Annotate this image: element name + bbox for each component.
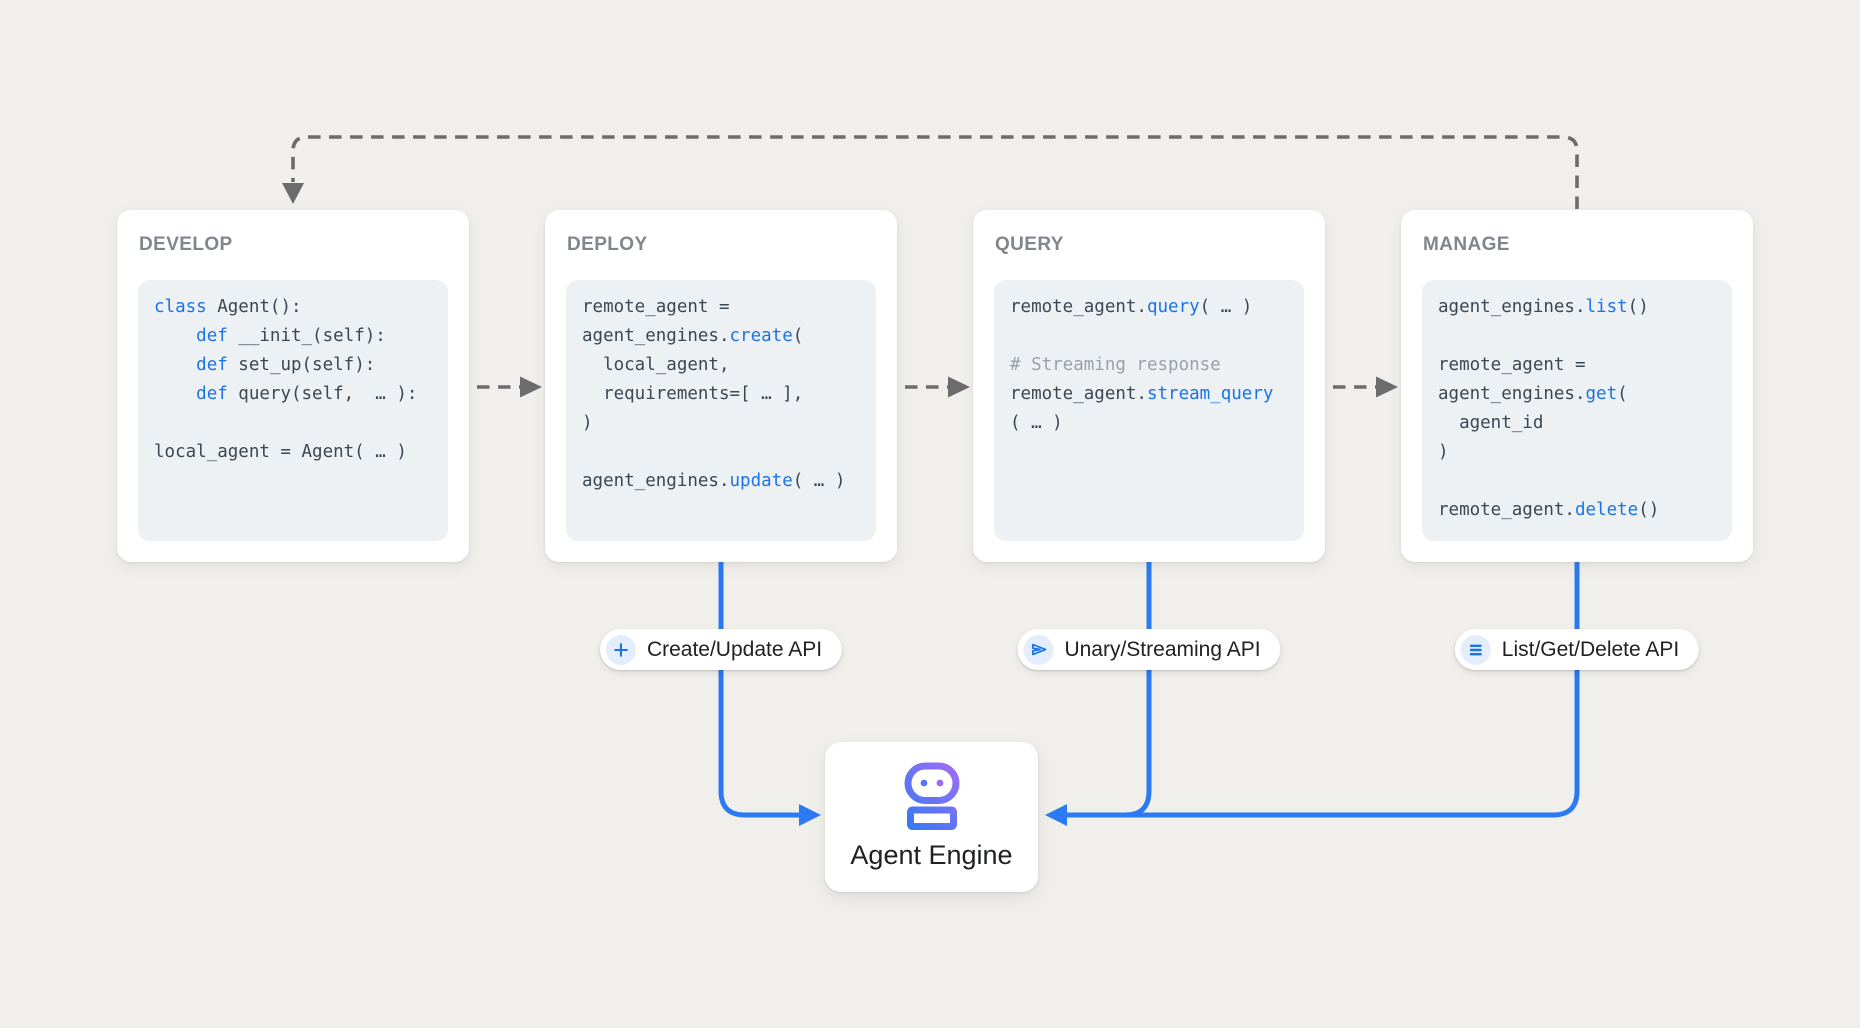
engine-right-arrowhead bbox=[1045, 804, 1067, 826]
pill-create-update-api-label: Create/Update API bbox=[646, 637, 823, 661]
agent-engine-label: Agent Engine bbox=[850, 840, 1013, 870]
pill-unary-streaming-api-label: Unary/Streaming API bbox=[1064, 637, 1261, 661]
feedback-loop-dashed-line bbox=[291, 135, 1579, 209]
card-query: QUERY remote_agent.query( … ) # Streamin… bbox=[973, 210, 1325, 562]
card-manage-code-block: agent_engines.list() remote_agent =agent… bbox=[1422, 280, 1732, 541]
deploy-to-query-arrowhead bbox=[948, 376, 970, 398]
card-develop-code-block: class Agent(): def __init_(self): def se… bbox=[138, 280, 448, 541]
card-develop: DEVELOP class Agent(): def __init_(self)… bbox=[117, 210, 469, 562]
send-icon bbox=[1023, 634, 1054, 665]
deploy-to-engine-line bbox=[718, 562, 799, 818]
card-query-title: QUERY bbox=[995, 234, 1064, 255]
card-deploy: DEPLOY remote_agent =agent_engines.creat… bbox=[545, 210, 897, 562]
agent-engine-card: Agent Engine bbox=[825, 742, 1038, 892]
manage-to-engine-line bbox=[1067, 562, 1580, 818]
list-icon bbox=[1460, 634, 1491, 665]
robot-icon bbox=[904, 762, 959, 830]
card-deploy-code-block: remote_agent =agent_engines.create( loca… bbox=[566, 280, 876, 541]
card-query-code-block: remote_agent.query( … ) # Streaming resp… bbox=[994, 280, 1304, 541]
develop-to-deploy-arrowhead bbox=[520, 376, 542, 398]
engine-left-arrowhead bbox=[799, 804, 821, 826]
card-manage-title: MANAGE bbox=[1423, 234, 1510, 255]
pill-list-get-delete-api-label: List/Get/Delete API bbox=[1501, 637, 1680, 661]
card-develop-title: DEVELOP bbox=[139, 234, 233, 255]
query-to-engine-line bbox=[1067, 562, 1152, 818]
query-to-manage-arrowhead bbox=[1376, 376, 1398, 398]
card-deploy-title: DEPLOY bbox=[567, 234, 648, 255]
pill-create-update-api: Create/Update API bbox=[599, 629, 843, 670]
feedback-loop-arrowhead-down bbox=[282, 183, 304, 204]
plus-icon bbox=[605, 634, 636, 665]
pill-list-get-delete-api: List/Get/Delete API bbox=[1454, 629, 1700, 670]
card-manage: MANAGE agent_engines.list() remote_agent… bbox=[1401, 210, 1753, 562]
pill-unary-streaming-api: Unary/Streaming API bbox=[1017, 629, 1281, 670]
